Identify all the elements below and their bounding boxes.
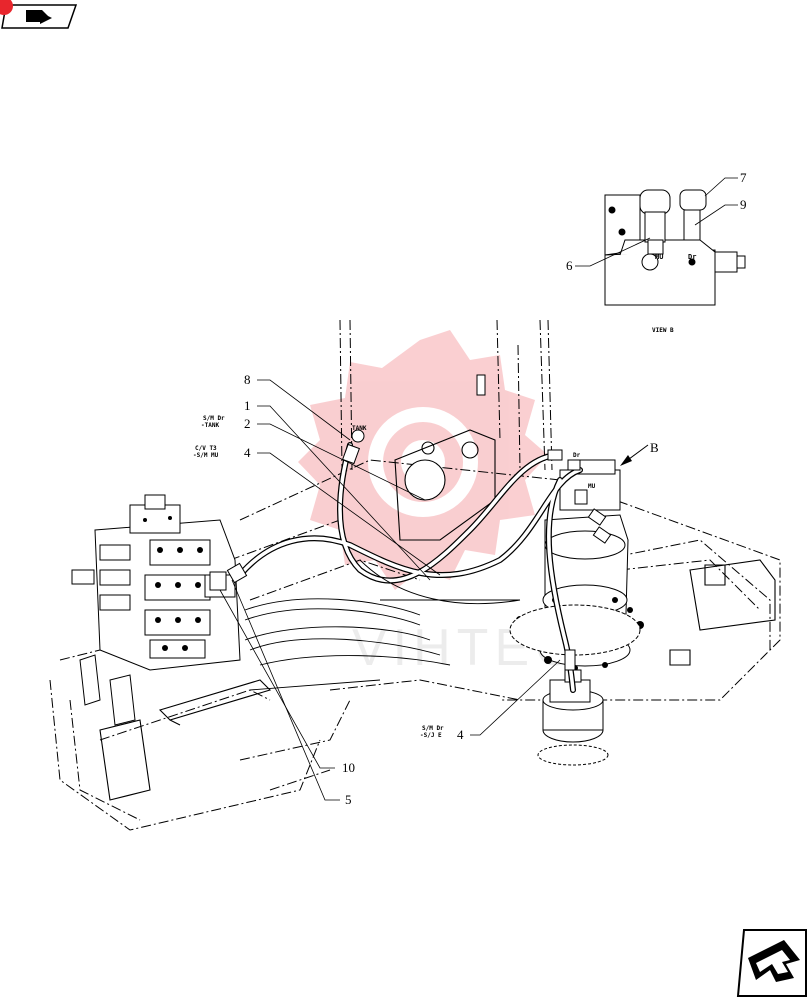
view-b-inset <box>604 189 746 306</box>
leader-lines <box>219 177 738 801</box>
red-badge-icon <box>0 0 13 15</box>
callout-5: 5 <box>345 792 352 807</box>
swivel-joint <box>537 669 609 766</box>
callout-8: 8 <box>244 372 251 387</box>
view-direction-arrow <box>620 444 649 466</box>
callout-10: 10 <box>342 760 355 775</box>
callout-2: 2 <box>244 416 251 431</box>
dr-port-label: Dr <box>573 452 581 459</box>
next-page-button[interactable] <box>736 929 807 997</box>
callout-6: 6 <box>566 258 573 273</box>
note-smdr-sje-line1: S/M Dr <box>422 725 444 732</box>
swing-motor <box>509 459 644 671</box>
tank-port-label: TANK <box>352 425 367 432</box>
fittings <box>209 374 612 671</box>
note-cvt3-line1: C/V T3 <box>195 445 217 452</box>
hoses-inner <box>238 443 582 692</box>
return-arrow-button[interactable] <box>0 0 78 29</box>
inset-dr-label: Dr <box>688 253 696 261</box>
view-arrow-callout: B <box>650 440 659 455</box>
note-smdr-tank-line2: -TANK <box>201 422 219 429</box>
callout-4-upper: 4 <box>244 445 251 460</box>
inset-mu-label: MU <box>655 253 663 261</box>
callout-9: 9 <box>740 197 747 212</box>
control-valve <box>71 494 241 726</box>
callout-1: 1 <box>244 398 251 413</box>
mu-port-label: MU <box>588 483 596 490</box>
callout-4-lower: 4 <box>457 727 464 742</box>
return-arrow-icon <box>26 10 52 24</box>
view-b-label: VIEW B <box>652 327 674 334</box>
callout-7: 7 <box>740 170 747 185</box>
note-cvt3-line2: -S/M MU <box>193 452 219 459</box>
note-smdr-sje-line2: -S/J E <box>420 732 442 739</box>
frame-solid <box>99 429 776 801</box>
next-page-arrow-icon <box>748 940 800 982</box>
note-smdr-tank-line1: S/M Dr <box>203 415 225 422</box>
background-hose-lines <box>244 559 521 691</box>
